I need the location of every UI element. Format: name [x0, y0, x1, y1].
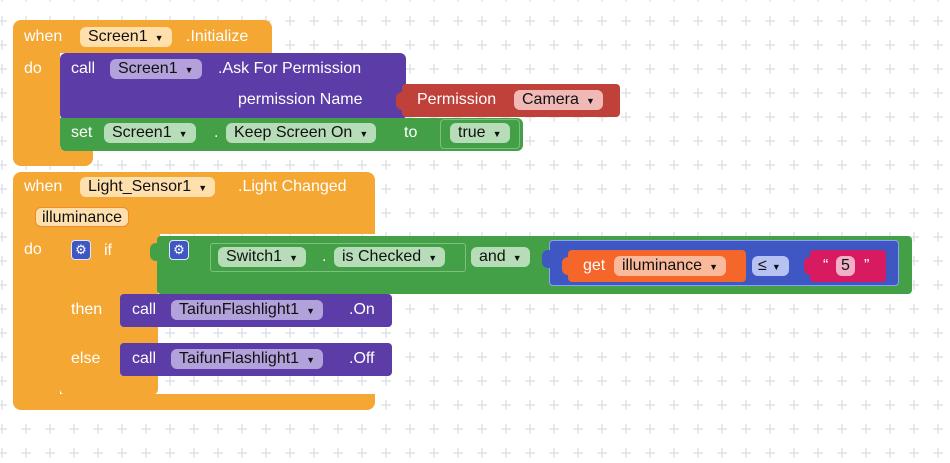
- chevron-down-icon: ▼: [154, 33, 164, 43]
- chevron-down-icon: ▼: [198, 183, 208, 193]
- chevron-down-icon: ▼: [709, 262, 719, 272]
- illuminance-parameter[interactable]: illuminance: [35, 207, 130, 227]
- is-checked-property-dropdown[interactable]: is Checked▼: [334, 247, 446, 267]
- when-label: when: [24, 178, 63, 195]
- quote-close-icon: ”: [864, 257, 870, 274]
- screen1-component-dropdown[interactable]: Screen1▼: [80, 27, 172, 47]
- chevron-down-icon: ▼: [512, 253, 522, 263]
- get-label: get: [583, 257, 606, 274]
- chevron-down-icon: ▼: [771, 262, 781, 272]
- method-name: .On: [349, 301, 375, 318]
- method-name: .Ask For Permission: [218, 60, 362, 77]
- set-label: set: [71, 124, 93, 141]
- chevron-down-icon: ▼: [428, 253, 438, 263]
- do-label: do: [24, 241, 42, 258]
- chevron-down-icon: ▼: [306, 355, 316, 365]
- screen1-component-dropdown[interactable]: Screen1▼: [110, 59, 202, 79]
- taifun-flashlight1-component-dropdown[interactable]: TaifunFlashlight1▼: [171, 349, 324, 369]
- dot-label: .: [322, 248, 327, 265]
- dot-label: .: [214, 124, 219, 141]
- call-label: call: [132, 301, 157, 318]
- param-label: permission Name: [238, 91, 363, 108]
- chevron-down-icon: ▼: [306, 306, 316, 316]
- keep-screen-on-property-dropdown[interactable]: Keep Screen On▼: [226, 123, 377, 143]
- gear-icon[interactable]: ⚙: [169, 240, 189, 260]
- taifun-flashlight1-component-dropdown[interactable]: TaifunFlashlight1▼: [171, 300, 324, 320]
- event-name: .Light Changed: [238, 178, 347, 195]
- to-label: to: [404, 124, 418, 141]
- chevron-down-icon: ▼: [359, 129, 369, 139]
- call-label: call: [71, 60, 96, 77]
- text-value-field[interactable]: 5: [836, 256, 855, 276]
- switch1-component-dropdown[interactable]: Switch1▼: [218, 247, 307, 267]
- light-sensor1-component-dropdown[interactable]: Light_Sensor1▼: [80, 177, 216, 197]
- compare-operator-dropdown[interactable]: ≤▼: [752, 256, 789, 276]
- screen1-component-dropdown[interactable]: Screen1▼: [104, 123, 196, 143]
- if-label: if: [104, 242, 112, 259]
- quote-open-icon: “: [823, 257, 829, 274]
- chevron-down-icon: ▼: [585, 96, 595, 106]
- chevron-down-icon: ▼: [492, 129, 502, 139]
- method-name: .Off: [349, 350, 375, 367]
- gear-icon[interactable]: ⚙: [71, 240, 91, 260]
- event-name: .Initialize: [186, 28, 249, 45]
- else-label: else: [71, 350, 101, 367]
- when-label: when: [24, 28, 63, 45]
- chevron-down-icon: ▼: [178, 129, 188, 139]
- permission-label: Permission: [417, 91, 497, 108]
- call-label: call: [132, 350, 157, 367]
- then-label: then: [71, 301, 103, 318]
- chevron-down-icon: ▼: [184, 65, 194, 75]
- camera-permission-dropdown[interactable]: Camera▼: [514, 90, 603, 110]
- chevron-down-icon: ▼: [289, 253, 299, 263]
- and-operator-dropdown[interactable]: and▼: [471, 247, 530, 267]
- illuminance-variable-dropdown[interactable]: illuminance▼: [614, 256, 727, 276]
- do-label: do: [24, 60, 42, 77]
- true-dropdown[interactable]: true▼: [450, 123, 510, 143]
